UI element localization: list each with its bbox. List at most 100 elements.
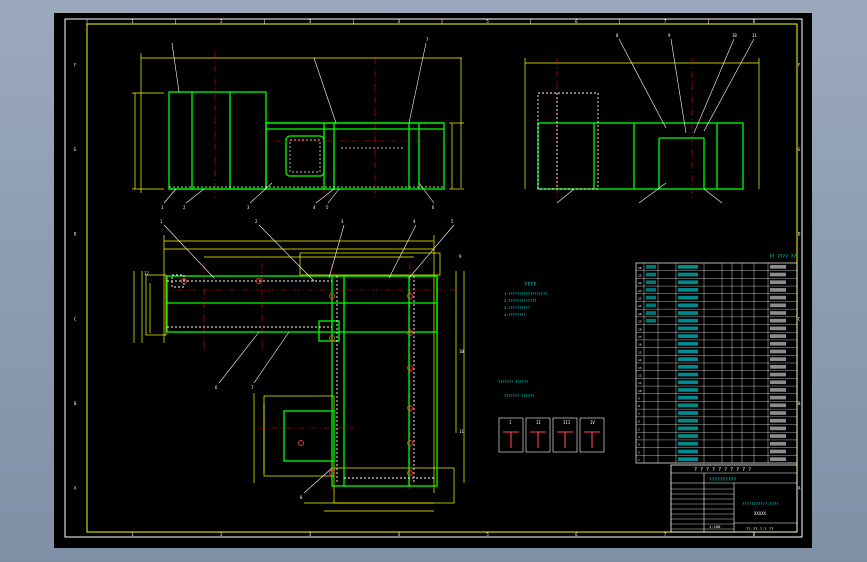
plan-callout: 8 [300,495,303,500]
plan-callout: 5 [451,219,454,224]
section-detail-box[interactable] [552,417,578,453]
parts-row-name[interactable] [678,288,698,292]
parts-row-spec[interactable] [770,311,786,315]
plan-callout: 6 [215,385,218,390]
parts-row-name[interactable] [678,334,698,338]
parts-row-spec[interactable] [770,411,786,415]
parts-row-name[interactable] [678,403,698,408]
section-profile [530,431,546,448]
section-detail-box[interactable] [498,417,524,453]
parts-row-name[interactable] [678,457,698,461]
parts-row-name[interactable] [678,280,698,285]
parts-row-spec[interactable] [770,365,786,369]
front-callout: 4 [313,205,316,210]
parts-row-name[interactable] [678,326,698,331]
parts-row-spec[interactable] [770,403,786,408]
parts-row-spec[interactable] [770,303,786,308]
side-callout: 10 [732,33,737,38]
parts-row-spec[interactable] [770,380,786,385]
section-detail-box[interactable] [525,417,551,453]
parts-row-name[interactable] [678,434,698,438]
title-block[interactable]: ? ? ? ? ? ? ? ? ? ? ?????????? ?????????… [670,464,798,533]
side-view-hidden-lines [537,92,599,190]
title-block-project-code: XXXXX [754,511,767,516]
grid-label-top: 4 [398,19,401,24]
parts-row-spec[interactable] [770,395,786,400]
parts-row-code[interactable] [646,318,656,323]
parts-row-name[interactable] [678,395,698,400]
parts-row-spec[interactable] [770,441,786,446]
grid-label-bottom: 5 [486,532,489,537]
parts-row-number: 11 [638,381,642,385]
grid-label-left: E [74,147,77,152]
parts-row-code[interactable] [646,288,656,292]
grid-label-right: D [798,232,801,237]
parts-row-spec[interactable] [770,295,786,300]
parts-row-spec[interactable] [770,434,786,438]
parts-row-name[interactable] [678,441,698,446]
parts-row-spec[interactable] [770,426,786,431]
parts-row-code[interactable] [646,295,656,300]
parts-row-spec[interactable] [770,334,786,338]
parts-row-spec[interactable] [770,372,786,377]
parts-row-spec[interactable] [770,272,786,277]
parts-row-name[interactable] [678,380,698,385]
parts-row-spec[interactable] [770,349,786,354]
tech-req-title: ???? [524,282,536,288]
parts-row-spec[interactable] [770,449,786,454]
parts-row-code[interactable] [646,272,656,277]
parts-row-name[interactable] [678,449,698,454]
title-block-drawing-name: ?????????? [709,477,736,483]
parts-row-number: 13 [638,366,642,370]
parts-row-name[interactable] [678,272,698,277]
parts-row-spec[interactable] [770,341,786,346]
parts-row-spec[interactable] [770,280,786,285]
front-callout: 6 [432,205,435,210]
parts-row-code[interactable] [646,265,656,269]
parts-row-number: 19 [638,320,642,324]
tech-req-lines: 1.??????????????????2.?????????????3.???… [498,292,547,398]
parts-row-name[interactable] [678,365,698,369]
parts-row-name[interactable] [678,295,698,300]
parts-row-name[interactable] [678,372,698,377]
parts-row-code[interactable] [646,280,656,285]
parts-row-name[interactable] [678,357,698,361]
side-view-dimensions [524,58,760,189]
parts-row-spec[interactable] [770,265,786,269]
parts-row-code[interactable] [646,311,656,315]
parts-row-name[interactable] [678,311,698,315]
parts-row-name[interactable] [678,349,698,354]
parts-row-name[interactable] [678,388,698,392]
parts-row-name[interactable] [678,418,698,423]
parts-row-spec[interactable] [770,318,786,323]
parts-row-name[interactable] [678,411,698,415]
parts-row-spec[interactable] [770,288,786,292]
sheet-border [64,18,803,538]
parts-row-code[interactable] [646,303,656,308]
parts-row-number: 14 [638,358,642,362]
parts-row-spec[interactable] [770,326,786,331]
parts-row-spec[interactable] [770,388,786,392]
parts-row-spec[interactable] [770,457,786,461]
parts-row-name[interactable] [678,303,698,308]
section-detail-box[interactable] [579,417,605,453]
parts-row-spec[interactable] [770,357,786,361]
parts-row-name[interactable] [678,341,698,346]
parts-row-name[interactable] [678,426,698,431]
parts-row-number: 10 [638,389,642,393]
tech-note-b: ??????? ?????? [504,394,534,398]
parts-list[interactable]: ?? ???? ?? 26252423222120191817161514131… [635,254,798,464]
parts-row-name[interactable] [678,318,698,323]
parts-row-spec[interactable] [770,418,786,423]
front-view-outline [168,91,445,190]
parts-row-name[interactable] [678,265,698,269]
grid-label-bottom: 2 [220,532,223,537]
